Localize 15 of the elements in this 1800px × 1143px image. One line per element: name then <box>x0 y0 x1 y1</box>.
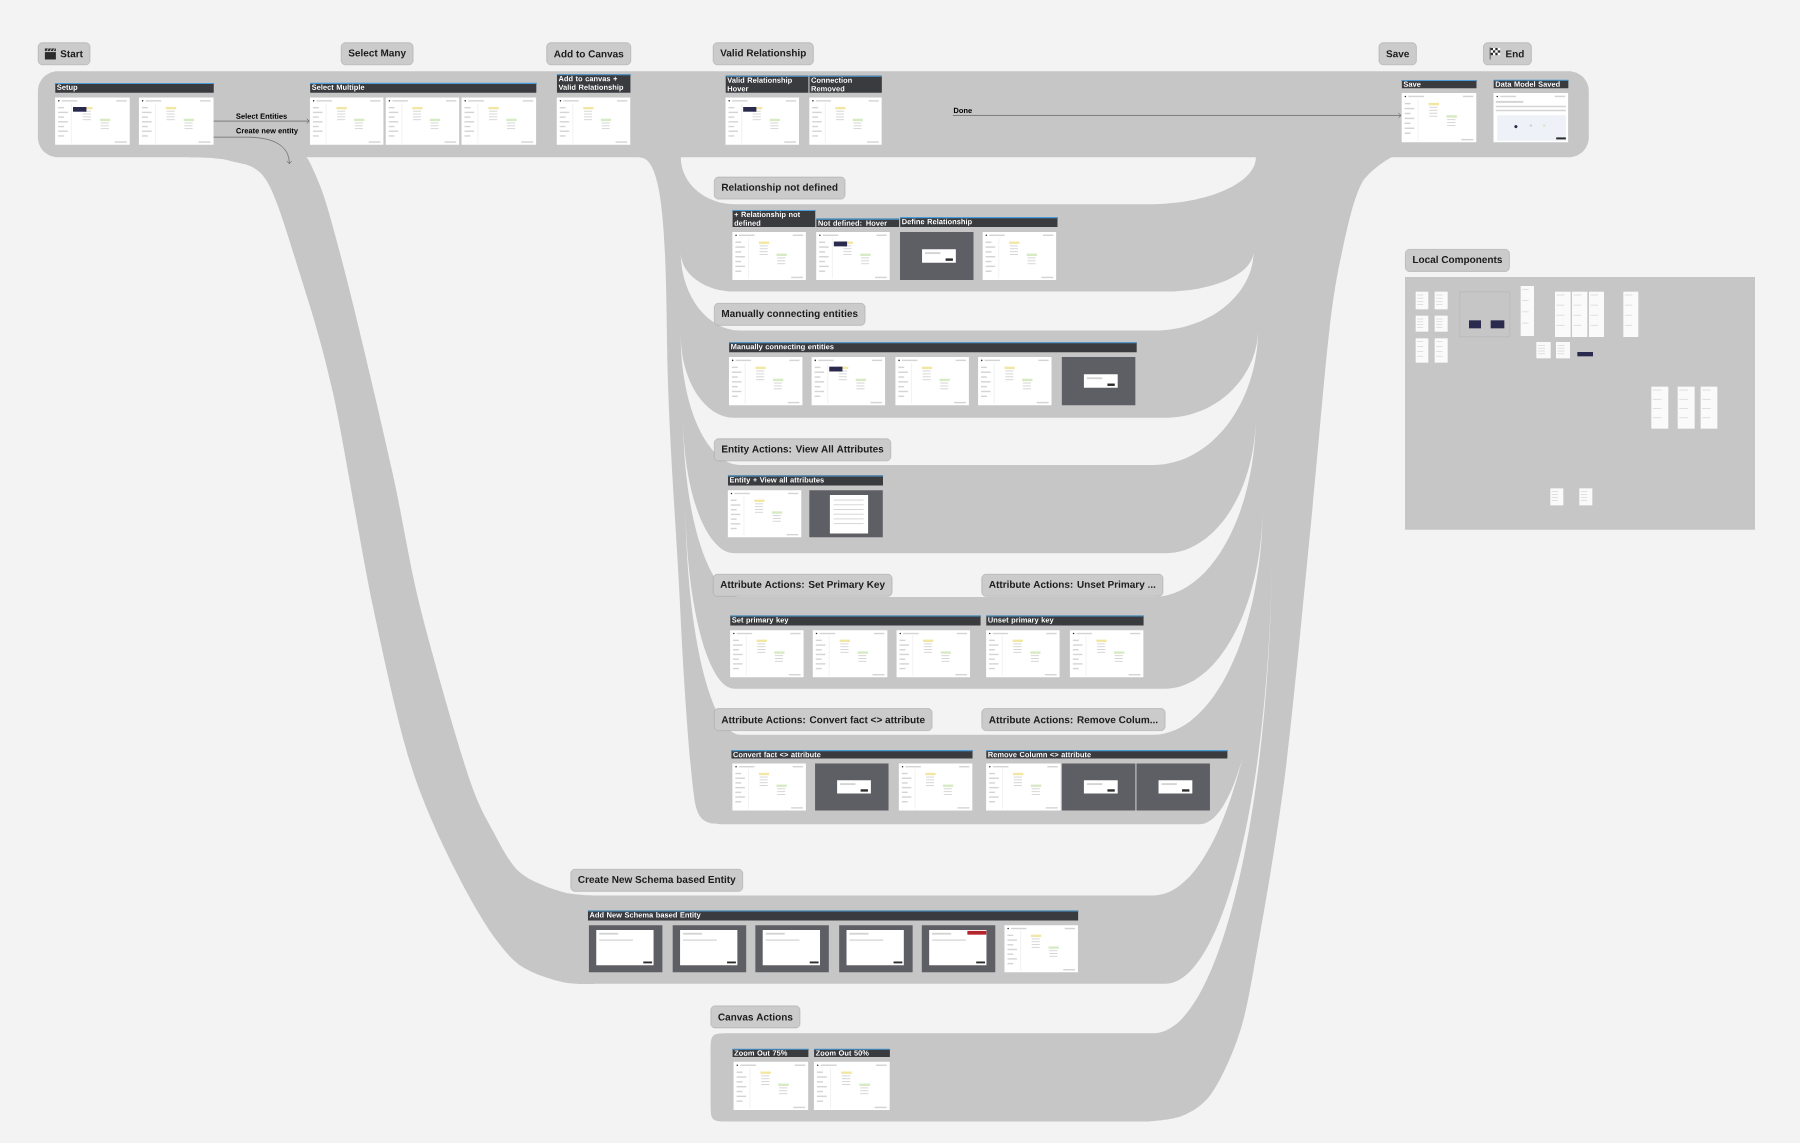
section-label: End <box>1483 42 1532 66</box>
section-label: Create New Schema based Entity <box>570 869 743 892</box>
section-label: Save <box>1378 42 1417 66</box>
section-label: Attribute Actions: Set Primary Key <box>712 574 893 597</box>
section-label: Relationship not defined <box>714 176 846 200</box>
section-label: Local Components <box>1405 249 1510 272</box>
section-label: Add to Canvas <box>546 42 632 66</box>
section-label: Attribute Actions: Unset Primary ... <box>981 574 1164 597</box>
section-label: Valid Relationship <box>712 42 814 66</box>
section-label: Entity Actions: View All Attributes <box>714 438 892 462</box>
section-label: Select Many <box>340 42 414 66</box>
section-label: Manually connecting entities <box>714 303 866 326</box>
section-label: Attribute Actions: Remove Colum... <box>981 708 1166 731</box>
section-label: Canvas Actions <box>710 1005 801 1029</box>
section-label: Attribute Actions: Convert fact <> attribute <box>714 708 933 731</box>
